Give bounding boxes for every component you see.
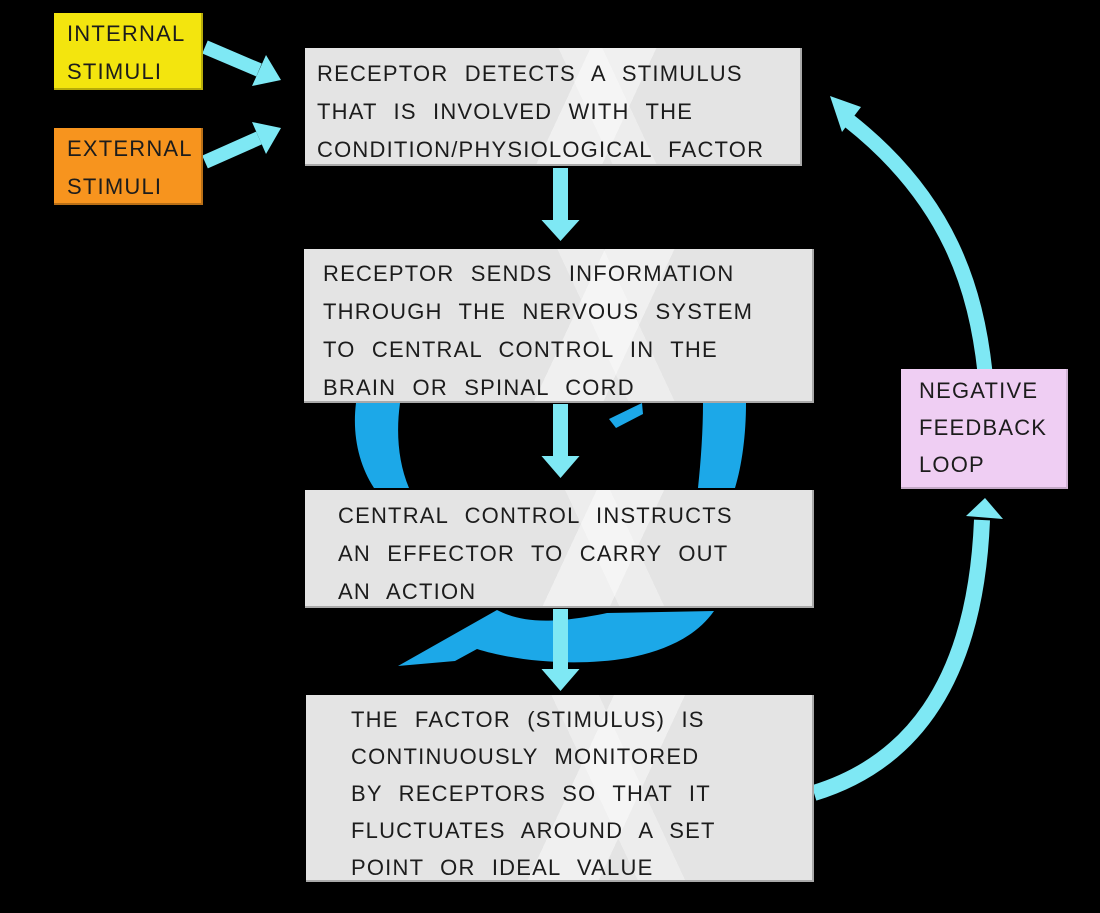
step-factor-monitored-box: THE FACTOR (STIMULUS) IS CONTINUOUSLY MO… xyxy=(306,695,814,882)
step-receptor-sends-box: RECEPTOR SENDS INFORMATION THROUGH THE N… xyxy=(304,249,814,403)
step-text-line: THROUGH THE NERVOUS SYSTEM xyxy=(323,299,754,324)
step-text-line: THAT IS INVOLVED WITH THE xyxy=(317,99,694,124)
step-text-line: RECEPTOR SENDS INFORMATION xyxy=(323,261,735,286)
step-text-line: FLUCTUATES AROUND A SET xyxy=(351,818,716,843)
internal-stimuli-box: INTERNAL STIMULI xyxy=(54,13,203,90)
step-text-line: BY RECEPTORS SO THAT IT xyxy=(351,781,711,806)
internal-stimuli-arrow-icon xyxy=(202,40,281,86)
down-arrow-icon xyxy=(541,168,580,241)
loop-lower-curved-arrow-icon xyxy=(811,498,1003,801)
step-text-line: CONTINUOUSLY MONITORED xyxy=(351,744,700,769)
external-stimuli-label-line: EXTERNAL xyxy=(67,136,193,161)
watermark-bolt-tip-icon xyxy=(609,403,643,428)
external-stimuli-arrow-icon xyxy=(202,122,281,169)
feedback-label-line: FEEDBACK xyxy=(919,415,1048,440)
down-arrow-icon xyxy=(541,609,580,691)
step-text-line: AN ACTION xyxy=(338,579,477,604)
step-central-control-box: CENTRAL CONTROL INSTRUCTS AN EFFECTOR TO… xyxy=(305,490,814,608)
down-arrow-icon xyxy=(541,404,580,478)
feedback-label-line: NEGATIVE xyxy=(919,378,1039,403)
internal-stimuli-label-line: STIMULI xyxy=(67,59,163,84)
step-text-line: POINT OR IDEAL VALUE xyxy=(351,855,654,880)
negative-feedback-label-box: NEGATIVE FEEDBACK LOOP xyxy=(901,369,1068,489)
external-stimuli-box: EXTERNAL STIMULI xyxy=(54,128,203,205)
watermark-circle-right-arc-icon xyxy=(698,403,746,488)
loop-upper-curved-arrow-icon xyxy=(830,96,993,373)
external-stimuli-label-line: STIMULI xyxy=(67,174,163,199)
step-text-line: TO CENTRAL CONTROL IN THE xyxy=(323,337,718,362)
step-text-line: CONDITION/PHYSIOLOGICAL FACTOR xyxy=(317,137,765,162)
internal-stimuli-label-line: INTERNAL xyxy=(67,21,186,46)
step-text-line: AN EFFECTOR TO CARRY OUT xyxy=(338,541,729,566)
step-text-line: BRAIN OR SPINAL CORD xyxy=(323,375,635,400)
feedback-label-line: LOOP xyxy=(919,452,985,477)
step-text-line: RECEPTOR DETECTS A STIMULUS xyxy=(317,61,743,86)
step-receptor-detects-box: RECEPTOR DETECTS A STIMULUS THAT IS INVO… xyxy=(305,48,802,166)
watermark-circle-left-arc-icon xyxy=(354,403,409,488)
step-text-line: CENTRAL CONTROL INSTRUCTS xyxy=(338,503,733,528)
step-text-line: THE FACTOR (STIMULUS) IS xyxy=(351,707,705,732)
